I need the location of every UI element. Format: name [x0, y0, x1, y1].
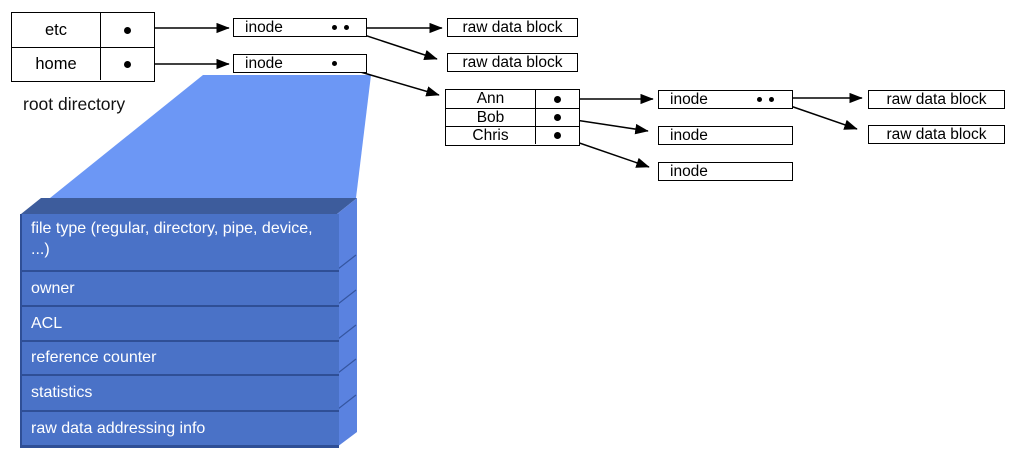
pointer-cell: [101, 13, 154, 47]
pointer-cell: [536, 90, 579, 108]
pointer-cell: [536, 109, 579, 126]
inode-label: inode: [670, 90, 708, 108]
pointer-cell: [536, 127, 579, 144]
table-row: etc: [12, 13, 154, 47]
pointer-dot: [554, 95, 561, 103]
dir-entry-name: etc: [12, 13, 101, 47]
table-row: Ann: [446, 90, 579, 108]
inode-field-filetype: file type (regular, directory, pipe, dev…: [22, 214, 339, 270]
pointer-dot: [344, 25, 349, 30]
pointer-dot: [769, 97, 774, 102]
inode-label: inode: [670, 126, 708, 144]
dir-entry-name: Ann: [446, 90, 536, 108]
inode-field-acl: ACL: [22, 305, 339, 340]
dir-entry-name: Bob: [446, 109, 536, 126]
pointer-dot: [757, 97, 762, 102]
inode-field-label: file type (regular, directory, pipe, dev…: [31, 220, 313, 258]
inode-field-label: statistics: [31, 384, 93, 401]
stack-side-face: [337, 198, 357, 447]
raw-data-block-label: raw data block: [886, 90, 987, 108]
raw-data-block-label: raw data block: [462, 53, 563, 71]
inode-box-ann: inode: [658, 90, 793, 109]
raw-data-block-3: raw data block: [868, 90, 1005, 109]
root-directory-label: root directory: [23, 94, 126, 114]
raw-data-block-1: raw data block: [447, 18, 578, 37]
dir-entry-name: Chris: [446, 127, 536, 144]
stack-side-divider-lines: [337, 254, 357, 410]
pointer-cell: [101, 48, 154, 80]
stack-top-face: [21, 198, 357, 214]
pointer-dot: [332, 25, 337, 30]
inode-box-bob: inode: [658, 126, 793, 145]
root-directory-table: etc home: [11, 12, 155, 82]
inode-field-label: reference counter: [31, 349, 157, 366]
inode-field-refcounter: reference counter: [22, 340, 339, 374]
raw-data-block-label: raw data block: [462, 18, 563, 36]
dir-entry-name: home: [12, 48, 101, 80]
inode-box-etc: inode: [233, 18, 367, 37]
inode-field-rawaddr: raw data addressing info: [22, 410, 339, 445]
inode-field-label: raw data addressing info: [31, 419, 206, 437]
pointer-dot: [554, 132, 561, 139]
table-row: Chris: [446, 126, 579, 144]
inode-label: inode: [245, 54, 283, 72]
raw-data-block-2: raw data block: [447, 53, 578, 72]
pointer-dot: [124, 60, 131, 68]
inode-field-statistics: statistics: [22, 374, 339, 410]
inode-box-home: inode: [233, 54, 367, 73]
pointer-dot: [332, 61, 337, 66]
inode-field-label: owner: [31, 279, 75, 297]
raw-data-block-4: raw data block: [868, 125, 1005, 144]
table-row: home: [12, 47, 154, 80]
pointer-dot: [124, 26, 131, 34]
inode-field-label: ACL: [31, 314, 63, 332]
inode-label: inode: [670, 162, 708, 180]
inode-box-chris: inode: [658, 162, 793, 181]
raw-data-block-label: raw data block: [886, 125, 987, 143]
inode-field-owner: owner: [22, 270, 339, 305]
pointer-dot: [554, 114, 561, 121]
home-directory-table: Ann Bob Chris: [445, 89, 580, 146]
zoom-funnel-shape: [50, 75, 371, 198]
table-row: Bob: [446, 108, 579, 126]
inode-label: inode: [245, 18, 283, 36]
inode-structure-stack: file type (regular, directory, pipe, dev…: [20, 214, 339, 448]
